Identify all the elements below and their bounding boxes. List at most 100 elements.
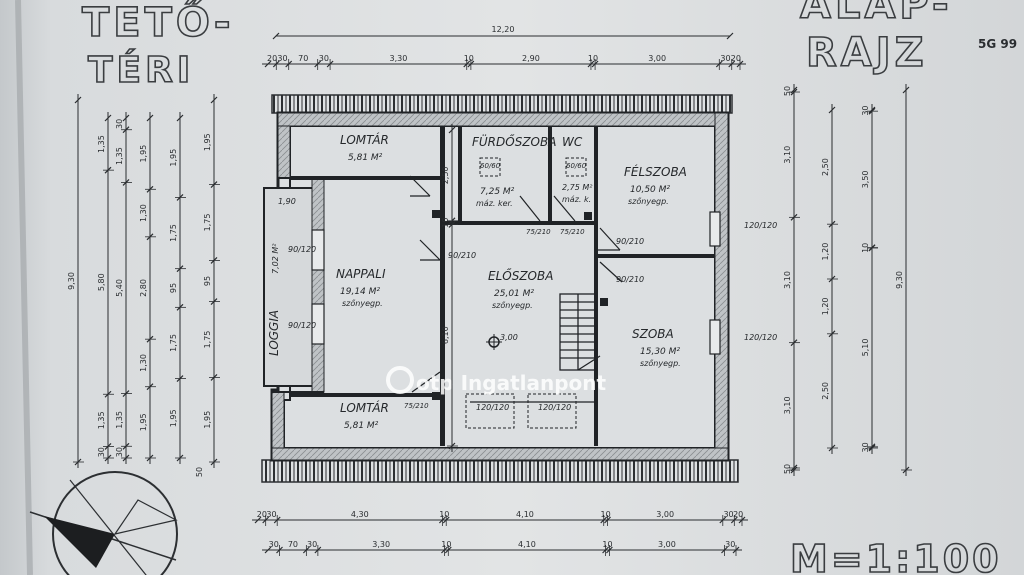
room-felszoba-floor: szőnyegp. (628, 197, 669, 206)
dimension-label: 3,10 (783, 271, 792, 289)
skylight (465, 393, 515, 429)
room-eloszoba-floor: szőnyegp. (492, 301, 533, 310)
roof-eave-top (271, 94, 733, 114)
room-eloszoba: ELŐSZOBA (488, 268, 553, 283)
dimension-label: 1,75 (169, 224, 178, 242)
dimension-label: 20 (733, 510, 743, 519)
dimension-label: 1,75 (203, 214, 212, 232)
dimension-label: 2,50 (821, 158, 830, 176)
opening-label: 120/120 (538, 403, 571, 412)
room-szoba: SZOBA (632, 327, 674, 341)
opening-labels: 90/210 90/120 90/120 60/60 60/60 75/210 … (278, 162, 777, 412)
dimension-label: 30 (725, 540, 735, 549)
dimension-label: 30 (115, 119, 124, 129)
corner-mark: 5G 99 (978, 37, 1017, 51)
dimension-label: 70 (298, 54, 308, 63)
dimension-label: 1,30 (139, 354, 148, 372)
skylight (527, 393, 577, 429)
staircase (559, 293, 601, 371)
opening-label: 90/210 (448, 251, 476, 260)
dimension-label: 3,30 (372, 540, 390, 549)
dimension-label: 6,10 (441, 326, 450, 344)
dimension-tick (902, 86, 910, 94)
dimension-label: 1,95 (203, 133, 212, 151)
room-furdoszoba: FÜRDŐSZOBA (472, 133, 556, 149)
dimension-tick (272, 32, 280, 40)
dimension-label: 30 (97, 447, 106, 457)
room-lomtar-top: LOMTÁR (340, 132, 389, 147)
dimension-label: 10 (464, 54, 474, 63)
dimension-label: 1,30 (139, 204, 148, 222)
room-eloszoba-area: 25,01 M² (494, 289, 534, 299)
dimension-tick (122, 114, 130, 122)
dimension-tick (264, 546, 272, 554)
dimension-label: 1,75 (203, 331, 212, 349)
room-lomtar-bottom: LOMTÁR (340, 400, 389, 415)
dimension-label: 30 (277, 54, 287, 63)
title-right-line1: ALAP- (800, 0, 953, 28)
watermark: otp Ingatlanpont (386, 366, 607, 395)
dimension-label: 1,35 (97, 135, 106, 153)
room-felszoba-area: 10,50 M² (630, 185, 670, 195)
opening-label: 60/60 (566, 162, 587, 170)
title-left: TETŐ- TÉRI (81, 0, 231, 92)
room-labels: LOMTÁR 5,81 M² FÜRDŐSZOBA 7,25 M² máz. k… (267, 132, 687, 431)
dimension-label: 10 (441, 540, 451, 549)
dimension-label: 1,75 (169, 334, 178, 352)
room-szoba-floor: szőnyegp. (640, 359, 681, 368)
dimension-label: 3,10 (783, 396, 792, 414)
dimension-label: 30 (266, 510, 276, 519)
room-furdoszoba-floor: máz. ker. (476, 199, 513, 208)
dimension-label: 50 (783, 464, 792, 474)
dimension-label: 9,30 (895, 271, 904, 289)
dimension-label: 1,95 (139, 413, 148, 431)
dimension-label: 30 (861, 442, 870, 452)
room-loggia-area: 7,02 M² (271, 243, 280, 274)
dimension-label: 1,95 (139, 145, 148, 163)
room-felszoba: FÉLSZOBA (624, 164, 687, 179)
opening-label: 75/210 (526, 228, 551, 236)
dimension-label: 3,30 (390, 54, 408, 63)
room-wc-floor: máz. k. (562, 195, 591, 204)
roof-eave-bottom (261, 459, 739, 483)
dimension-label: 3,00 (648, 54, 666, 63)
dimension-tick (828, 106, 836, 114)
dimension-label: 2,50 (441, 166, 450, 184)
dimension-label: 10 (601, 510, 611, 519)
opening-label: 120/120 (476, 403, 509, 412)
opening-label: 1,90 (278, 197, 296, 206)
dimension-label: 1,35 (115, 147, 124, 165)
dimension-label: 95 (203, 276, 212, 286)
dimension-tick (146, 114, 154, 122)
building-outline (261, 94, 739, 483)
room-wc-area: 2,75 M² (562, 183, 593, 192)
dimension-label: 3,50 (861, 170, 870, 188)
dimension-label: 2,50 (821, 382, 830, 400)
room-nappali-area: 19,14 M² (340, 287, 380, 297)
opening-label: 3,00 (500, 333, 518, 342)
opening-label: 90/120 (288, 245, 316, 254)
dimension-label: 10 (439, 510, 449, 519)
dimension-label: 4,30 (351, 510, 369, 519)
dimension-tick (726, 32, 734, 40)
scale-label: M=1:100 (790, 537, 1002, 575)
dimension-label: 70 (288, 540, 298, 549)
dimension-label: 30 (307, 540, 317, 549)
opening-label: 90/210 (616, 237, 644, 246)
room-szoba-area: 15,30 M² (640, 347, 680, 357)
dimension-label: 30 (319, 54, 329, 63)
opening-label: 120/120 (744, 221, 777, 230)
watermark-text: otp Ingatlanpont (416, 371, 607, 395)
opening-label: 90/120 (288, 321, 316, 330)
title-right: ALAP- RAJZ (799, 0, 953, 77)
dimension-label: 4,10 (516, 510, 534, 519)
dimension-label: 1,20 (821, 297, 830, 315)
room-lomtar-top-area: 5,81 M² (348, 153, 383, 163)
dimension-label: 5,10 (861, 339, 870, 357)
dimension-label: 20 (731, 54, 741, 63)
dimension-label: 10 (441, 218, 450, 228)
dimension-label: 4,10 (518, 540, 536, 549)
dimension-label: 1,95 (169, 409, 178, 427)
